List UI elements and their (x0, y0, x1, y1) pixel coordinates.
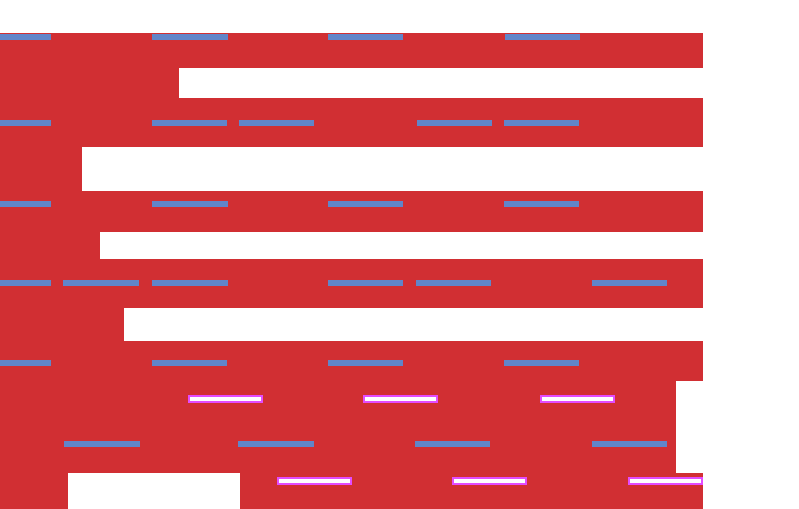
text-line-bar (152, 120, 227, 126)
redaction-band-2 (0, 68, 179, 98)
whitespace-gap-4 (124, 308, 703, 341)
text-line-bar (504, 120, 579, 126)
text-line-bar (0, 120, 51, 126)
text-line-bar (417, 120, 492, 126)
text-line-bar (152, 201, 228, 207)
highlight-bar (277, 477, 352, 485)
text-line-bar (416, 280, 491, 286)
highlight-bar (452, 477, 527, 485)
text-line-bar (239, 120, 314, 126)
text-line-bar (415, 441, 490, 447)
text-line-bar (328, 34, 403, 40)
text-line-bar (504, 201, 579, 207)
redaction-band-6 (0, 232, 100, 259)
text-line-bar (0, 360, 51, 366)
text-line-bar (152, 280, 228, 286)
text-line-bar (0, 201, 51, 207)
highlight-bar (188, 395, 263, 403)
text-line-bar (152, 34, 228, 40)
text-line-bar (64, 441, 140, 447)
highlight-bar (363, 395, 438, 403)
text-line-bar (152, 360, 227, 366)
redaction-band-4 (0, 147, 82, 191)
text-line-bar (592, 441, 667, 447)
text-line-bar (0, 280, 51, 286)
text-line-bar (0, 34, 51, 40)
highlight-bar (628, 477, 703, 485)
text-line-bar (504, 360, 579, 366)
redaction-band-11 (0, 473, 68, 509)
highlight-bar (540, 395, 615, 403)
redaction-band-5 (0, 190, 703, 232)
whitespace-gap-5 (676, 381, 703, 473)
whitespace-gap-6 (68, 473, 240, 509)
text-line-bar (238, 441, 314, 447)
whitespace-gap-3 (100, 232, 703, 259)
text-line-bar (592, 280, 667, 286)
text-line-bar (505, 34, 580, 40)
text-line-bar (328, 360, 403, 366)
whitespace-gap-1 (179, 68, 703, 98)
whitespace-gap-2 (82, 147, 703, 191)
redaction-band-8 (0, 308, 124, 341)
redaction-band-3 (0, 97, 703, 147)
text-line-bar (328, 201, 403, 207)
text-line-bar (328, 280, 403, 286)
text-line-bar (63, 280, 139, 286)
